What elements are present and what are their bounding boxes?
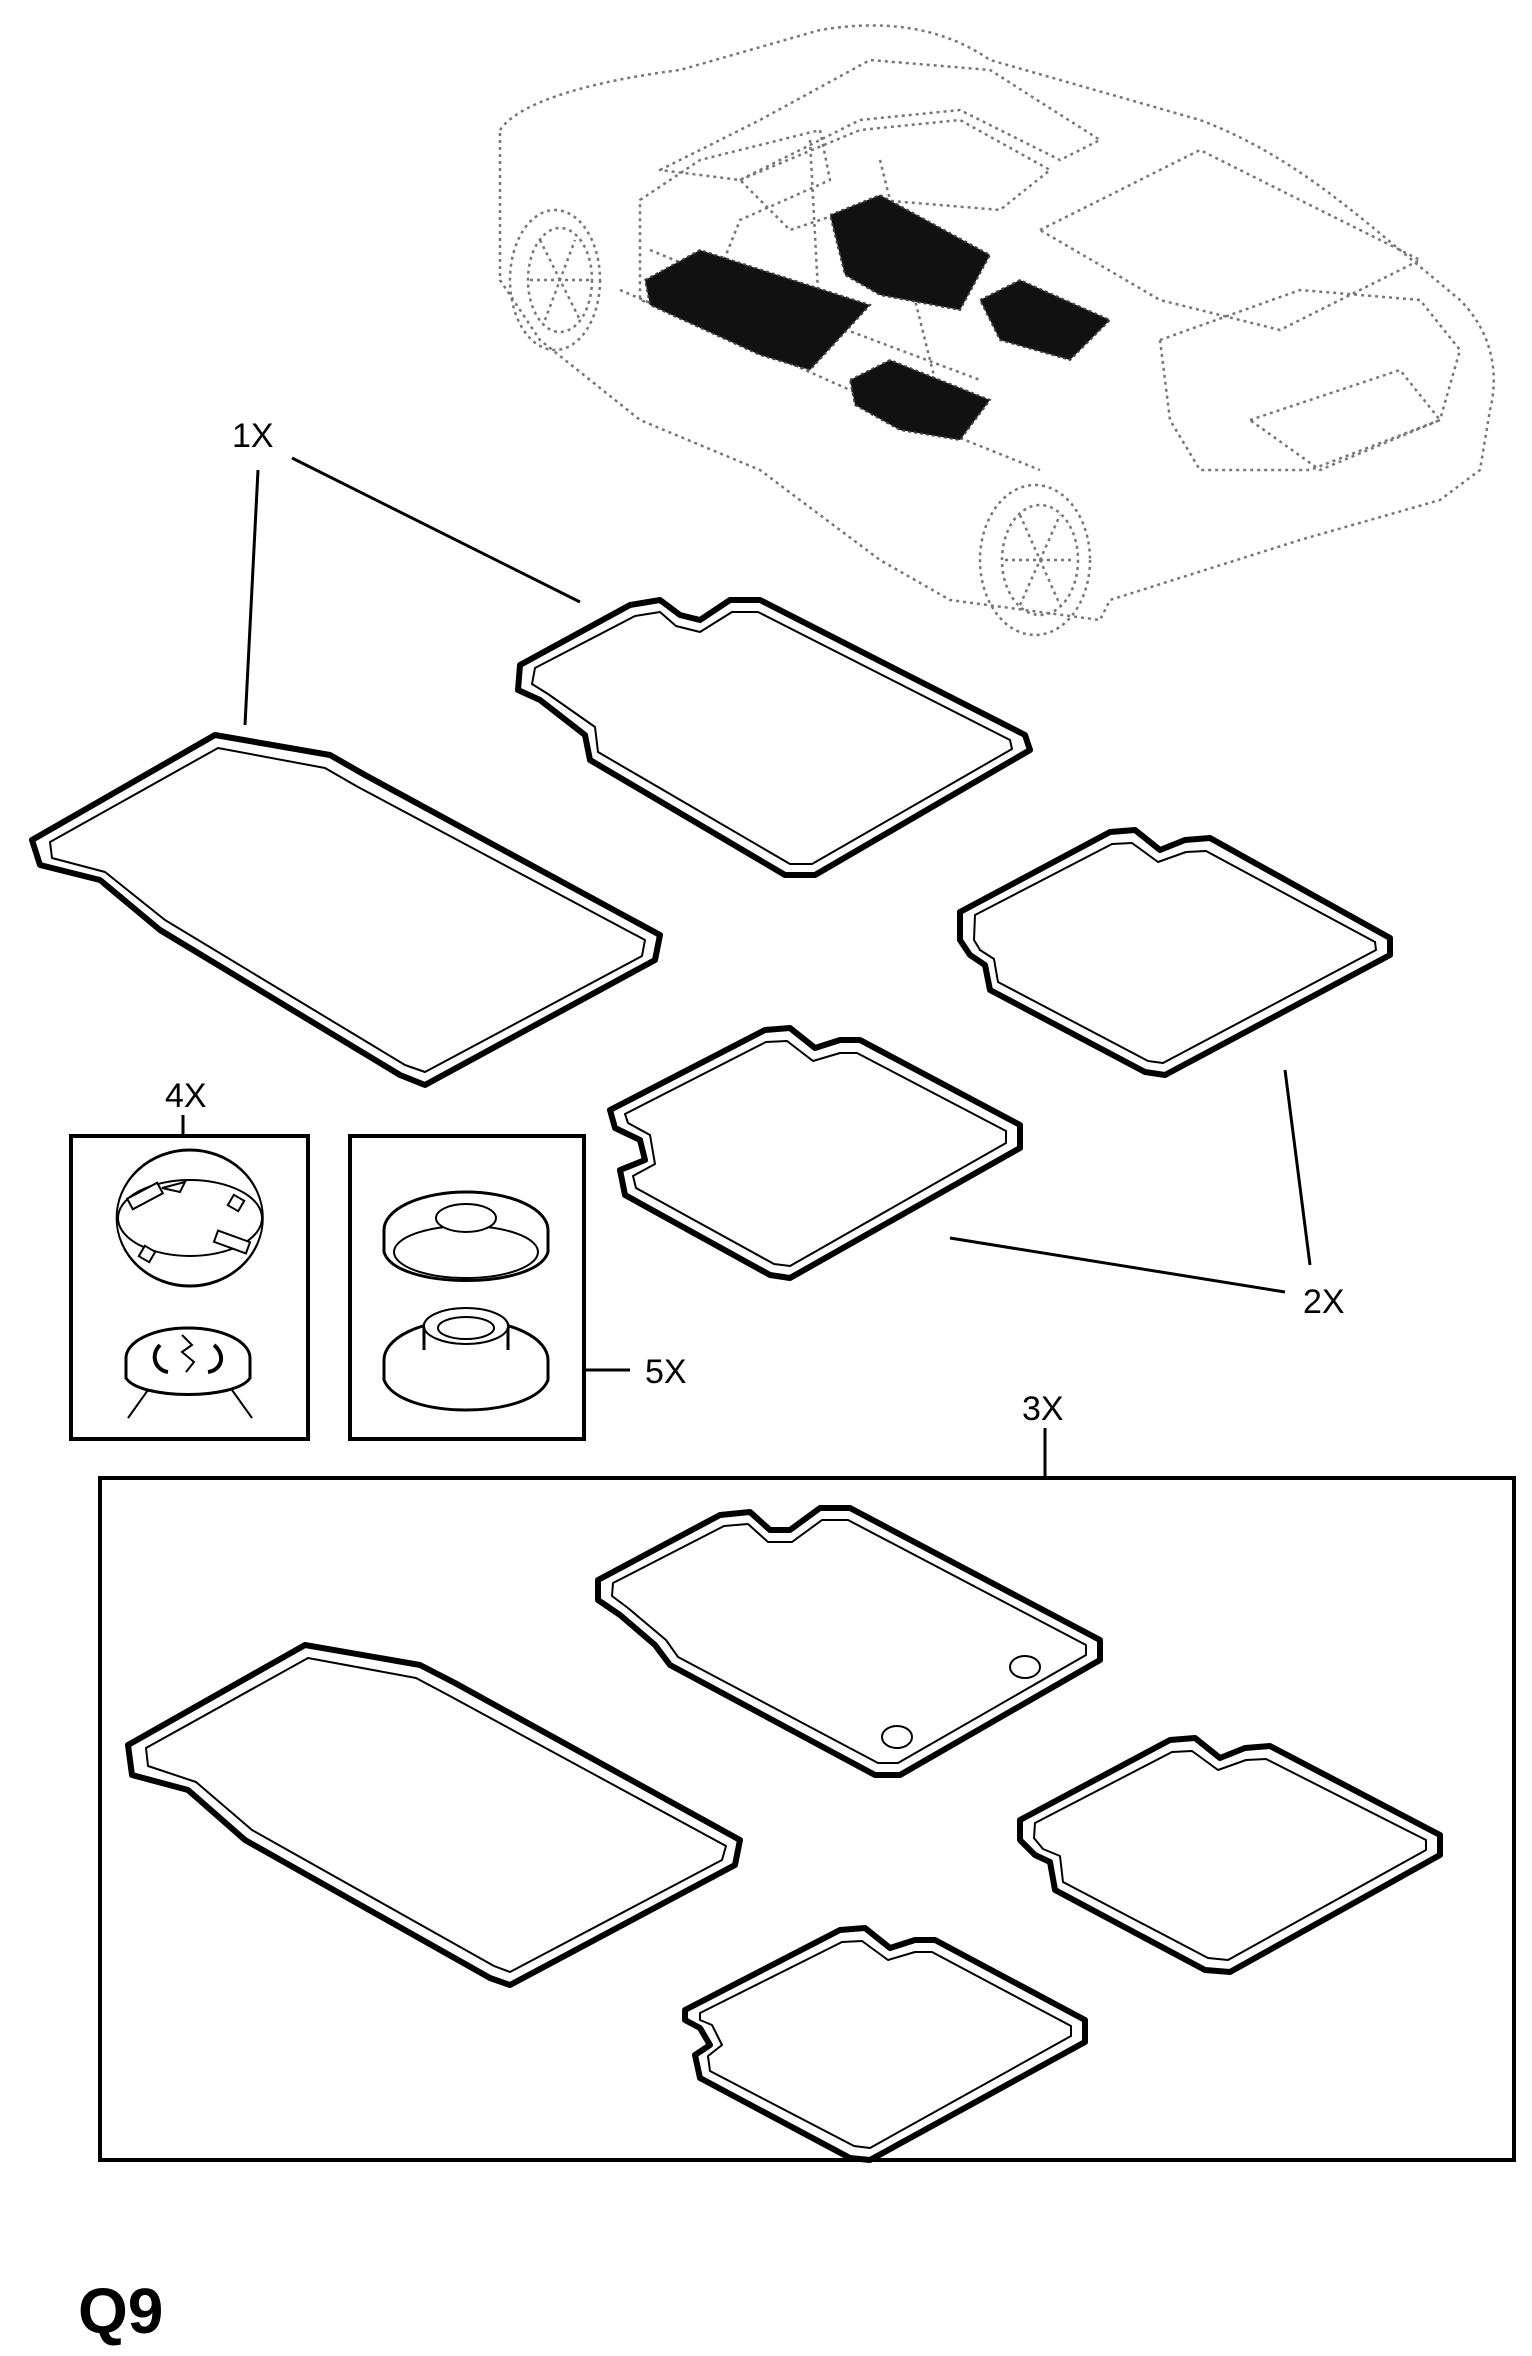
page-id-label: Q9	[78, 2275, 163, 2347]
grommet-box-5x	[348, 1134, 586, 1441]
floor-mat-3x-rear-left	[682, 1925, 1088, 2163]
car-illustration	[498, 24, 1495, 637]
callout-5x: 5X	[645, 1353, 687, 1391]
clip-box-4x	[69, 1134, 310, 1441]
callout-3x: 3X	[1022, 1390, 1064, 1428]
clip-fastener-upper-icon	[115, 1148, 264, 1288]
leader-line-1x-a	[243, 469, 260, 726]
mat-set-box-3x	[98, 1476, 1516, 2162]
leader-line-1x-b	[291, 456, 581, 604]
mat-set-1x	[29, 597, 1033, 1088]
mat-set-3x	[125, 1505, 1443, 2163]
car-mat-front-right-icon	[828, 193, 992, 312]
clip-fastener-lower-icon	[124, 1326, 253, 1419]
floor-mat-3x-front-right	[595, 1505, 1103, 1778]
callout-4x: 4X	[165, 1077, 207, 1115]
floor-mat-3x-front-left	[125, 1642, 743, 1988]
car-mat-rear-right-icon	[978, 278, 1112, 362]
grommet-lower-icon	[382, 1307, 550, 1412]
grommet-upper-icon	[382, 1190, 550, 1282]
floor-mat-rear-right	[957, 827, 1393, 1078]
floor-mat-rear-left	[607, 1025, 1023, 1281]
floor-mat-front-left	[29, 732, 663, 1088]
floor-mat-front-right	[515, 597, 1033, 878]
car-mat-front-left-icon	[643, 248, 872, 372]
callout-1x: 1X	[232, 417, 274, 455]
leader-line-2x-a	[1283, 1069, 1312, 1266]
car-mat-rear-left-icon	[848, 358, 992, 442]
callout-2x: 2X	[1303, 1283, 1345, 1321]
leader-line-2x-b	[949, 1236, 1286, 1294]
mat-set-2x	[607, 827, 1393, 1281]
floor-mat-3x-rear-right	[1017, 1735, 1443, 1975]
